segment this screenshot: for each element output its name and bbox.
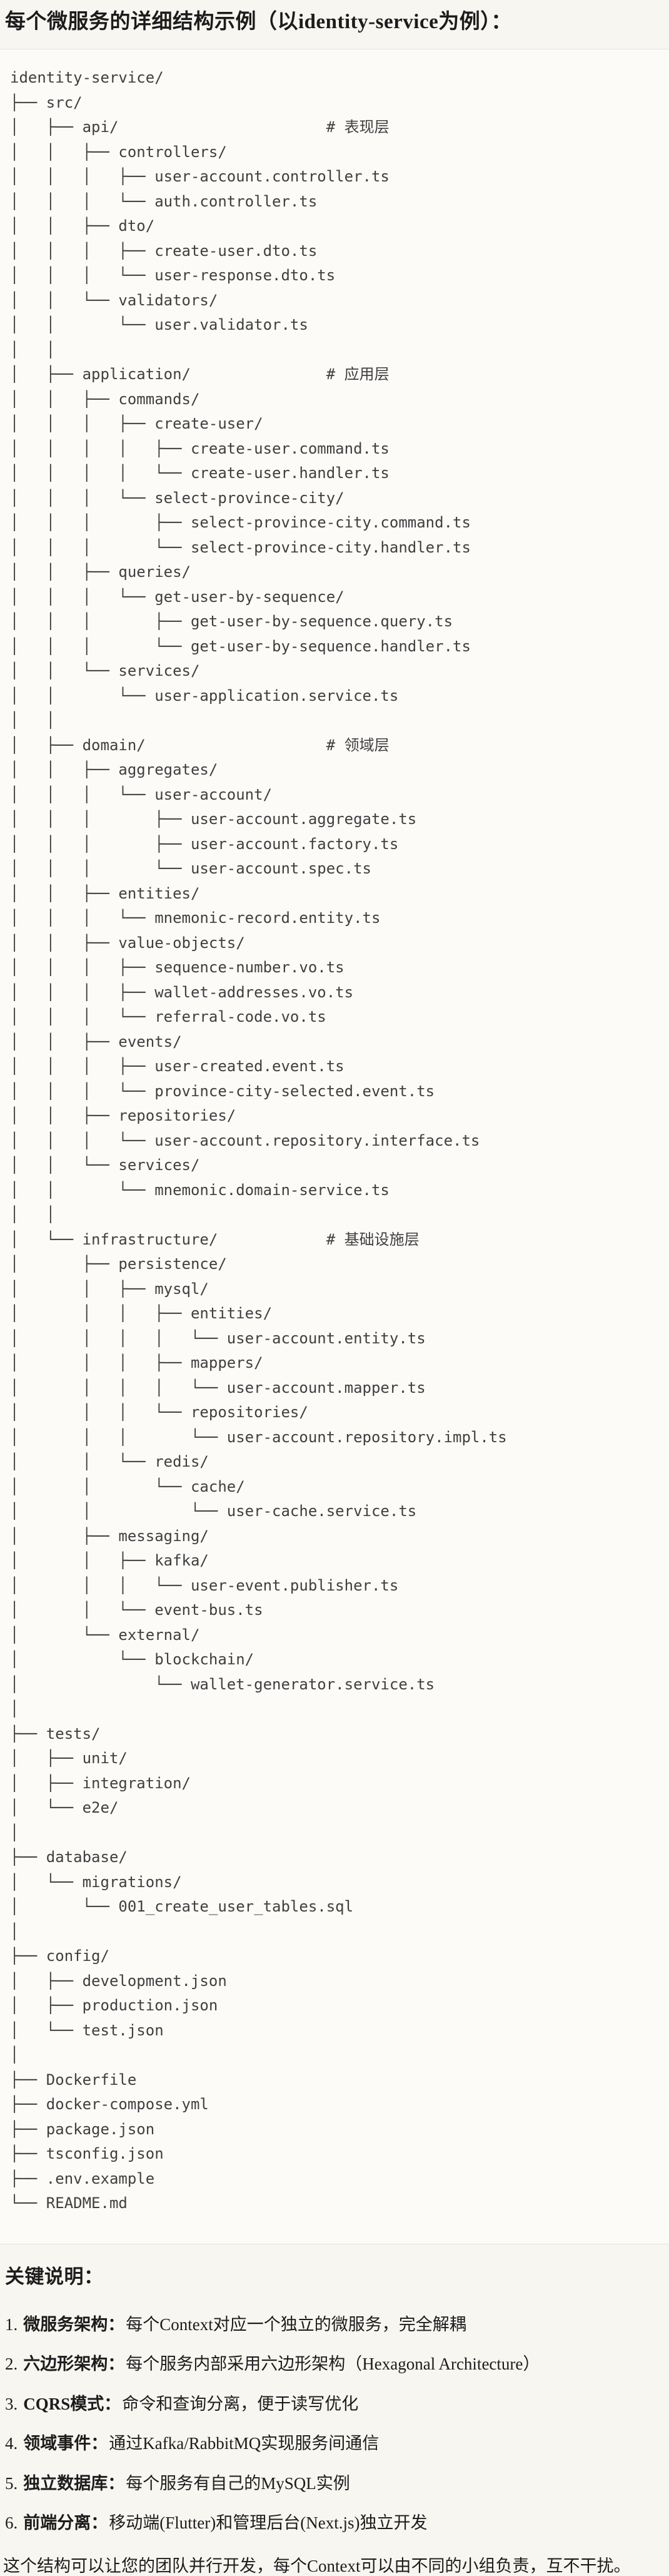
note-item-5: 5.独立数据库：每个服务有自己的MySQL实例: [5, 2472, 664, 2495]
note-number: 2.: [5, 2355, 18, 2373]
note-description: 移动端(Flutter)和管理后台(Next.js)独立开发: [109, 2513, 428, 2532]
note-number: 5.: [5, 2473, 18, 2493]
note-number: 1.: [5, 2314, 18, 2334]
note-term: 微服务架构: [23, 2314, 108, 2334]
note-term: 六边形架构: [23, 2355, 108, 2373]
notes-heading: 关键说明：: [5, 2265, 104, 2288]
note-description: 每个服务有自己的MySQL实例: [126, 2473, 350, 2493]
notes-list: 1.微服务架构：每个Context对应一个独立的微服务，完全解耦 2.六边形架构…: [0, 2313, 669, 2535]
note-description: 命令和查询分离，便于读写优化: [122, 2394, 359, 2413]
directory-tree: identity-service/ ├── src/ │ ├── api/ # …: [10, 69, 507, 2212]
note-item-4: 4. 领域事件：通过Kafka/RabbitMQ实现服务间通信: [5, 2432, 664, 2455]
note-number: 4.: [5, 2434, 18, 2453]
note-item-1: 1.微服务架构：每个Context对应一个独立的微服务，完全解耦: [5, 2313, 664, 2336]
note-term: 前端分离: [23, 2513, 91, 2532]
note-description: 每个服务内部采用六边形架构（Hexagonal Architecture）: [126, 2355, 540, 2373]
note-number: 6.: [5, 2513, 18, 2532]
note-item-6: 6. 前端分离：移动端(Flutter)和管理后台(Next.js)独立开发: [5, 2512, 664, 2534]
note-description: 通过Kafka/RabbitMQ实现服务间通信: [109, 2434, 380, 2453]
note-separator: ：: [104, 2394, 121, 2413]
directory-tree-code-block: identity-service/ ├── src/ │ ├── api/ # …: [0, 49, 669, 2244]
note-term: 独立数据库: [23, 2473, 108, 2493]
note-term: CQRS模式: [23, 2394, 104, 2413]
note-separator: ：: [108, 2314, 125, 2334]
note-description: 每个Context对应一个独立的微服务，完全解耦: [126, 2314, 466, 2334]
note-item-3: 3. CQRS模式：命令和查询分离，便于读写优化: [5, 2393, 664, 2415]
note-separator: ：: [108, 2473, 125, 2493]
note-separator: ：: [108, 2355, 125, 2373]
closing-paragraph: 这个结构可以让您的团队并行开发，每个Context可以由不同的小组负责，互不干扰…: [3, 2557, 631, 2575]
note-term: 领域事件: [23, 2434, 91, 2453]
note-separator: ：: [91, 2434, 108, 2453]
note-separator: ：: [91, 2513, 108, 2532]
note-item-2: 2. 六边形架构：每个服务内部采用六边形架构（Hexagonal Architec…: [5, 2353, 664, 2375]
note-number: 3.: [5, 2394, 18, 2413]
page-title: 每个微服务的详细结构示例（以identity-service为例）：: [5, 11, 512, 33]
